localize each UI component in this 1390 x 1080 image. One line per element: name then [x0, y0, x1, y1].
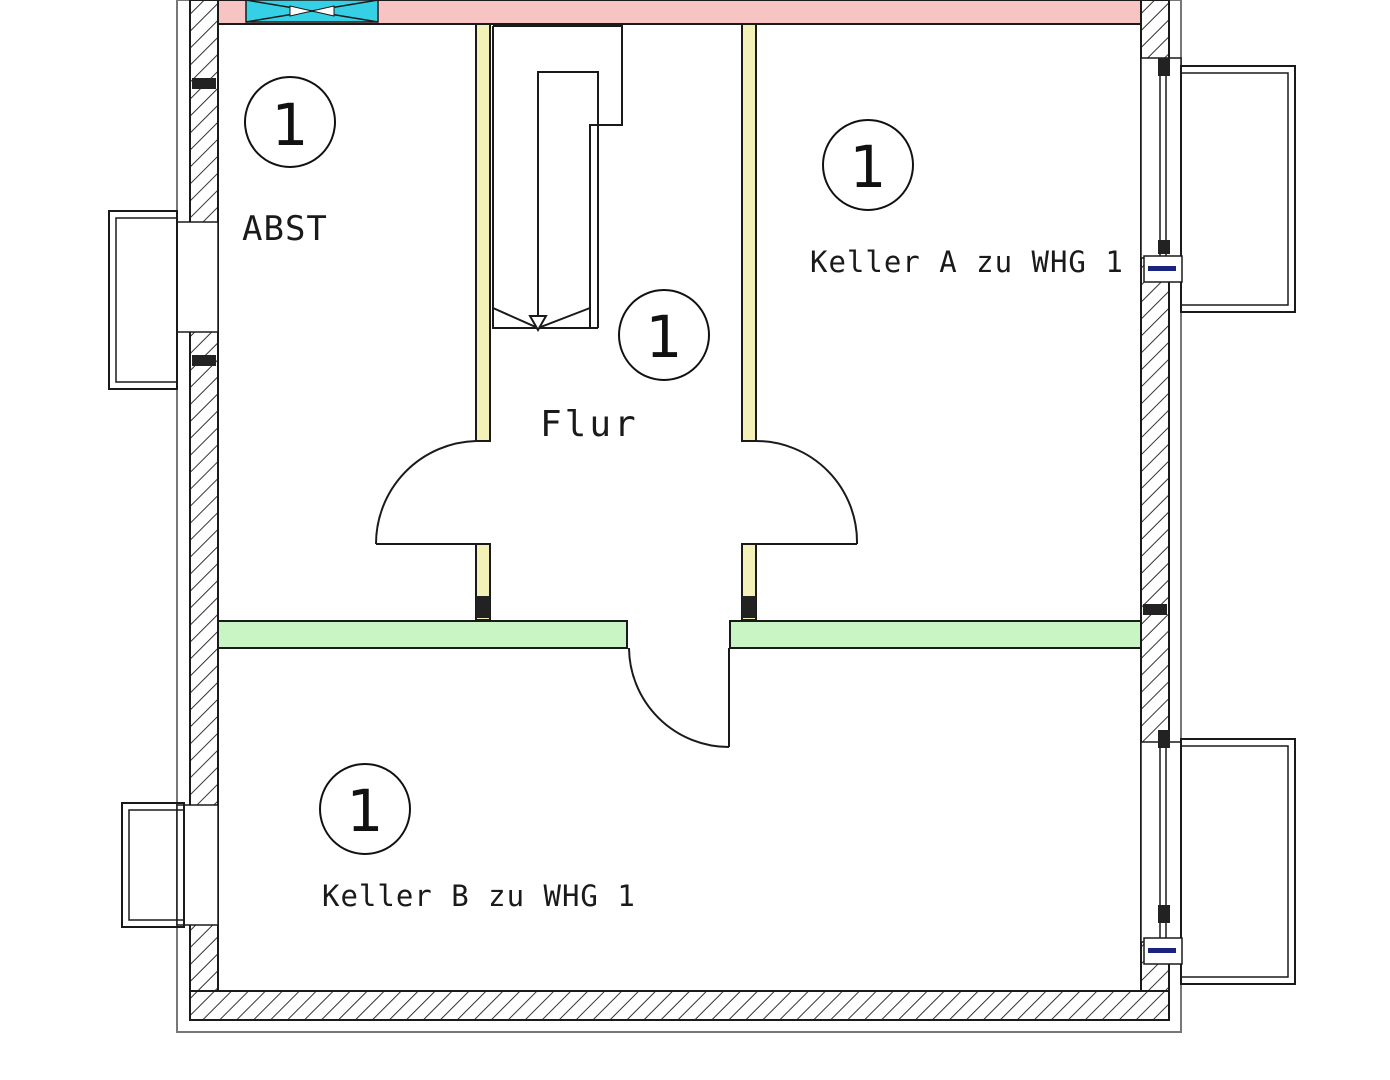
light-well-right-lower	[1180, 738, 1296, 985]
room-number-keller-b: 1	[347, 777, 384, 845]
dividing-wall-left	[217, 620, 628, 649]
room-keller-b: 1 Keller B zu WHG 1	[319, 763, 636, 913]
light-wells	[108, 65, 1296, 985]
room-number-circle	[244, 76, 336, 168]
light-well-left-lower	[121, 802, 185, 928]
outer-outline	[176, 0, 1182, 1033]
room-number-abst: 1	[272, 91, 309, 159]
doors	[375, 440, 859, 748]
window-marker-upper	[1148, 266, 1176, 271]
exterior-walls	[189, 0, 1170, 1021]
partition-right-upper	[741, 23, 757, 442]
room-number-circle	[822, 119, 914, 211]
vent-icon	[245, 0, 379, 23]
room-keller-a: 1 Keller A zu WHG 1	[810, 119, 1124, 279]
door-abst	[375, 440, 477, 545]
room-name-keller-b: Keller B zu WHG 1	[322, 879, 636, 913]
light-well-left-upper	[108, 210, 178, 390]
window-marker-lower	[1148, 948, 1176, 953]
room-name-keller-a: Keller A zu WHG 1	[810, 245, 1124, 279]
room-number-circle	[319, 763, 411, 855]
room-name-abst: ABST	[242, 209, 328, 249]
room-flur: 1 Flur	[540, 289, 710, 445]
room-number-flur: 1	[646, 303, 683, 371]
window-openings	[176, 57, 1182, 943]
stair	[492, 25, 623, 333]
wall-markers	[192, 58, 1170, 923]
room-number-keller-a: 1	[850, 133, 887, 201]
bottom-wall	[189, 990, 1170, 1021]
room-name-flur: Flur	[540, 404, 639, 445]
room-abst: 1 ABST	[242, 76, 336, 249]
window-markers	[1143, 255, 1183, 965]
light-well-right-upper	[1180, 65, 1296, 313]
door-keller-a	[755, 440, 859, 545]
dividing-wall-right	[729, 620, 1142, 649]
partitions	[475, 23, 757, 621]
partition-left-upper	[475, 23, 491, 442]
stair-arrow	[528, 315, 548, 333]
door-keller-b	[628, 647, 730, 748]
dividing-wall	[217, 620, 1142, 649]
room-number-circle	[618, 289, 710, 381]
